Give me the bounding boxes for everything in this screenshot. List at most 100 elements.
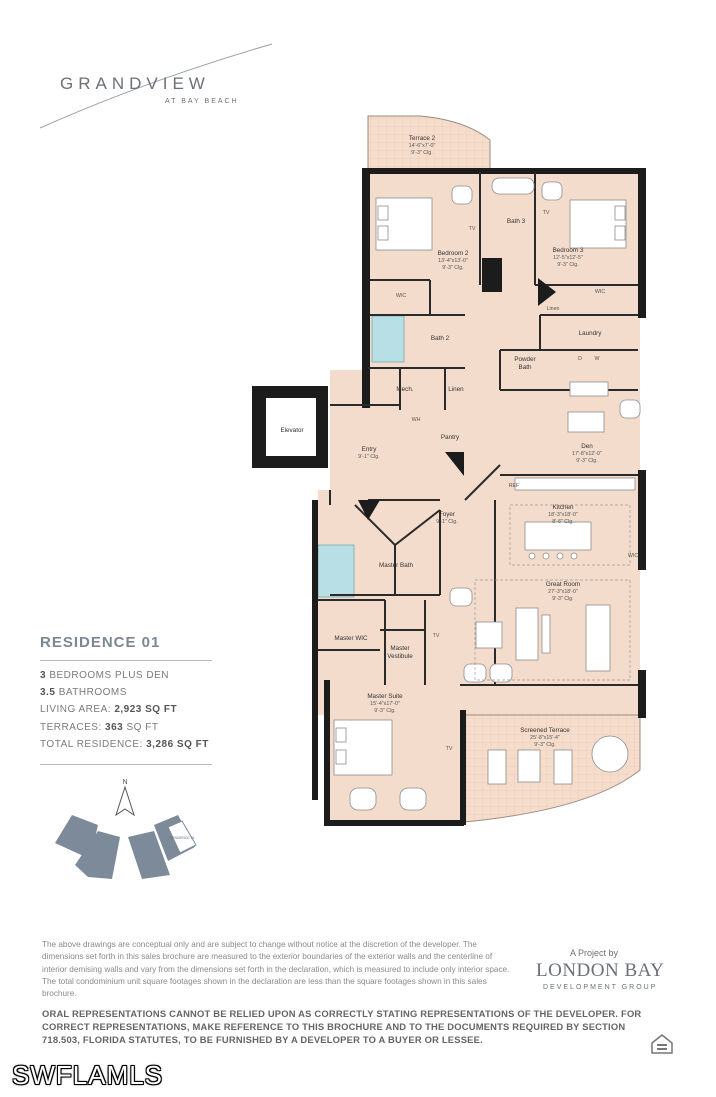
terrace-2-label: Terrace 2 (409, 135, 436, 142)
terrace-2-dim: 14'-6"x7'-0" (409, 143, 436, 149)
wall (362, 168, 370, 408)
den-chair (619, 399, 641, 419)
column (482, 258, 502, 292)
kitchen-island (524, 521, 592, 551)
mech-label: Mech. (396, 386, 413, 393)
wh-label: WH (412, 417, 421, 423)
divider (40, 764, 212, 765)
tv-label: TV (469, 226, 476, 232)
dryer-label: D (578, 356, 582, 362)
keyplan-unit-label: RESIDENCE 01 (169, 836, 194, 840)
wall (324, 680, 330, 825)
wall (362, 168, 490, 174)
logo-swoosh (39, 43, 273, 129)
stool (542, 552, 550, 560)
spec-bathrooms: 3.5 BATHROOMS (40, 687, 127, 698)
terraces-label: TERRACES: (40, 722, 102, 733)
column (445, 452, 464, 476)
total-label: TOTAL RESIDENCE: (40, 739, 143, 750)
wic-bedroom-3-label: WIC (595, 289, 605, 295)
dining-table (585, 604, 611, 672)
bedrooms-count: 3 (40, 670, 47, 681)
wall (638, 168, 646, 318)
bedroom-2-label: Bedroom 2 (438, 250, 469, 257)
elevator-cab (266, 398, 316, 456)
entry-clg: 9'-1" Clg. (358, 454, 379, 460)
den-sofa (569, 381, 609, 397)
console (541, 614, 551, 654)
kitchen-counter (514, 477, 636, 491)
mls-watermark: SWFLAMLS (12, 1060, 164, 1090)
oral-representations-notice: ORAL REPRESENTATIONS CANNOT BE RELIED UP… (42, 1008, 642, 1045)
kitchen-label: Kitchen (552, 504, 574, 511)
logo-name: GRANDVIEW (60, 74, 210, 93)
wall (312, 500, 318, 800)
key-plan: N RESIDENCE 01 (55, 779, 197, 879)
master-suite-clg: 9'-3" Clg. (374, 708, 395, 714)
bedroom-2-chair (451, 185, 473, 205)
residence-highlight (167, 820, 197, 854)
north-arrow-icon (115, 785, 135, 817)
tv-label: TV (446, 746, 453, 752)
bath-2-shower (371, 315, 405, 363)
foyer-label: Foyer (439, 511, 455, 518)
kitchen-clg: 8'-6" Clg. (552, 519, 573, 525)
column (538, 278, 556, 306)
wall (638, 670, 646, 718)
residence-title: RESIDENCE 01 (40, 634, 161, 651)
living-label: LIVING AREA: (40, 704, 112, 715)
den-table (567, 411, 605, 433)
bath-2-label: Bath 2 (431, 335, 450, 342)
bedroom-3-chair (541, 181, 563, 201)
stool (556, 552, 564, 560)
wall (324, 820, 464, 826)
master-suite-dim: 15'-4"x17'-0" (370, 701, 400, 707)
tv-label: TV (433, 633, 440, 639)
spec-terraces: TERRACES: 363 SQ FT (40, 722, 158, 733)
laundry-label: Laundry (579, 330, 603, 337)
stool (528, 552, 536, 560)
bedroom-3-label: Bedroom 3 (553, 247, 584, 254)
terrace-lounger (487, 749, 507, 785)
developer-sub: DEVELOPMENT GROUP (543, 984, 658, 991)
den-label: Den (581, 443, 593, 450)
bedroom-2-dim: 13'-4"x13'-0" (438, 258, 468, 264)
disclaimer-text: The above drawings are conceptual only a… (42, 940, 510, 999)
ceiling-outline (474, 579, 631, 681)
master-chair (399, 787, 427, 811)
bedroom-3-bed (569, 199, 627, 249)
den-clg: 9'-3" Clg. (576, 458, 597, 464)
building-wing-southeast (128, 831, 170, 879)
bedrooms-text: BEDROOMS PLUS DEN (49, 670, 169, 681)
master-wic-label: Master WIC (334, 635, 368, 642)
linen-mid-label: Linen (448, 386, 464, 393)
developer-name: LONDON BAY (536, 960, 665, 981)
wic-bedroom-2-label: WIC (396, 293, 406, 299)
screened-terrace-clg: 9'-3" Clg. (534, 742, 555, 748)
stool (570, 552, 578, 560)
great-room-clg: 9'-3" Clg. (552, 596, 573, 602)
chair (489, 663, 513, 683)
master-chair (349, 787, 377, 811)
bath-3-tub (491, 177, 535, 195)
powder-bath-label-2: Bath (519, 364, 532, 371)
wall (638, 470, 646, 570)
total-value: 3,286 SQ FT (146, 739, 209, 750)
bedroom-2-bed (375, 197, 433, 251)
logo-tagline: AT BAY BEACH (165, 98, 239, 105)
chair (449, 587, 473, 607)
spec-bedrooms: 3 BEDROOMS PLUS DEN (40, 670, 169, 681)
wic-small-label: WIC (628, 553, 638, 559)
floor-plan: Terrace 2 14'-6"x7'-0" 9'-3" Clg. Bedroo… (252, 115, 646, 826)
master-bath-label: Master Bath (379, 562, 413, 569)
terrace-lounger (553, 749, 573, 785)
elevator-label: Elevator (280, 427, 303, 434)
washer-label: W (595, 356, 600, 362)
spec-living-area: LIVING AREA: 2,923 SQ FT (40, 704, 177, 715)
bedroom-2-clg: 9'-3" Clg. (442, 265, 463, 271)
equal-housing-icon (651, 1034, 673, 1054)
screened-terrace-dim: 25'-8"x15'-4" (530, 735, 560, 741)
linen-top-label: Linen (547, 306, 560, 312)
terrace-2-clg: 9'-3" Clg. (411, 150, 432, 156)
bedroom-3-clg: 9'-3" Clg. (557, 262, 578, 268)
